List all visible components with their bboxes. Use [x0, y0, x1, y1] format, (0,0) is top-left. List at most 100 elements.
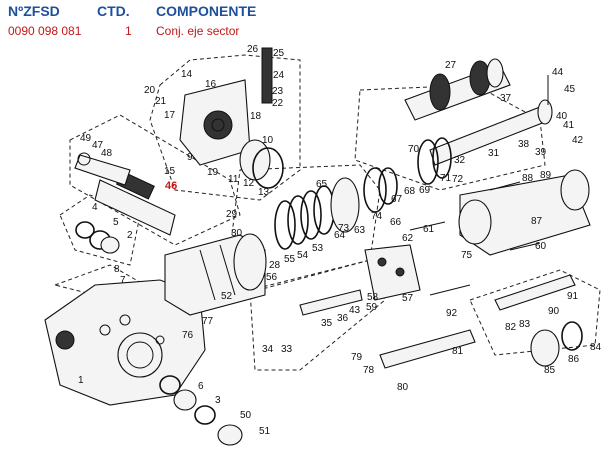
callout-label[interactable]: 84 [590, 342, 602, 353]
callout-label[interactable]: 81 [452, 346, 464, 357]
callout-label[interactable]: 11 [228, 174, 239, 185]
callout-label[interactable]: 5 [113, 217, 119, 228]
subassembly-outline-piston [229, 164, 381, 296]
callout-label[interactable]: 25 [273, 48, 285, 59]
callout-label[interactable]: 18 [250, 111, 262, 122]
callout-label[interactable]: 54 [297, 250, 309, 261]
callout-label[interactable]: 35 [321, 318, 333, 329]
callout-label[interactable]: 24 [273, 70, 285, 81]
callout-label[interactable]: 78 [363, 365, 375, 376]
callout-label[interactable]: 2 [127, 230, 133, 241]
callout-label[interactable]: 42 [572, 135, 584, 146]
callout-label[interactable]: 77 [202, 316, 214, 327]
callout-label[interactable]: 65 [316, 179, 328, 190]
callout-label[interactable]: 67 [391, 194, 403, 205]
callout-label[interactable]: 83 [519, 319, 531, 330]
callout-label[interactable]: 90 [548, 306, 560, 317]
callout-label[interactable]: 74 [371, 211, 383, 222]
callout-label[interactable]: 3 [215, 395, 221, 406]
callout-label[interactable]: 23 [272, 86, 284, 97]
callout-label[interactable]: 61 [423, 224, 435, 235]
callout-label[interactable]: 62 [402, 233, 414, 244]
callout-label[interactable]: 14 [181, 69, 193, 80]
callout-label[interactable]: 13 [258, 187, 270, 198]
callout-label[interactable]: 31 [488, 148, 500, 159]
callout-label[interactable]: 33 [281, 344, 293, 355]
subassembly-outline-pump [469, 269, 601, 356]
callout-label[interactable]: 37 [500, 93, 512, 104]
callout-label[interactable]: 19 [207, 167, 219, 178]
callout-label[interactable]: 30 [231, 228, 243, 239]
callout-label[interactable]: 15 [164, 166, 176, 177]
callout-label[interactable]: 12 [243, 178, 255, 189]
callout-label[interactable]: 66 [390, 217, 402, 228]
callout-label[interactable]: 20 [144, 85, 156, 96]
callout-label[interactable]: 38 [518, 139, 530, 150]
callout-label[interactable]: 9 [187, 152, 193, 163]
callout-label[interactable]: 63 [354, 225, 366, 236]
callout-label[interactable]: 64 [334, 230, 346, 241]
callout-label[interactable]: 32 [454, 155, 466, 166]
callout-label[interactable]: 92 [446, 308, 458, 319]
callout-label[interactable]: 72 [452, 174, 464, 185]
callout-label[interactable]: 6 [198, 381, 204, 392]
row-component[interactable]: Conj. eje sector [156, 24, 240, 38]
callout-label[interactable]: 10 [262, 135, 274, 146]
callout-label[interactable]: 49 [80, 133, 92, 144]
callout-label[interactable]: 56 [266, 272, 278, 283]
callout-label[interactable]: 69 [419, 185, 431, 196]
callout-label[interactable]: 28 [269, 260, 281, 271]
callout-label[interactable]: 82 [505, 322, 517, 333]
callout-highlighted[interactable]: 46 [165, 180, 177, 192]
callout-label[interactable]: 8 [114, 264, 120, 275]
callout-label[interactable]: 29 [226, 209, 238, 220]
callout-label[interactable]: 47 [92, 140, 104, 151]
callout-label[interactable]: 87 [531, 216, 543, 227]
callout-label[interactable]: 22 [272, 98, 284, 109]
callout-label[interactable]: 88 [522, 173, 534, 184]
callout-label[interactable]: 55 [284, 254, 296, 265]
callout-label[interactable]: 50 [240, 410, 252, 421]
callout-label[interactable]: 76 [182, 330, 194, 341]
row-part-number[interactable]: 0090 098 081 [8, 24, 82, 38]
callout-label[interactable]: 48 [101, 148, 113, 159]
callout-label[interactable]: 58 [367, 292, 379, 303]
callout-label[interactable]: 71 [440, 173, 452, 184]
callout-label[interactable]: 73 [338, 223, 350, 234]
callout-label[interactable]: 26 [247, 44, 259, 55]
callout-label[interactable]: 51 [259, 426, 271, 437]
callout-label[interactable]: 1 [78, 375, 84, 386]
header-part-number: NºZFSD [8, 3, 60, 19]
callout-label[interactable]: 4 [92, 202, 98, 213]
callout-label[interactable]: 91 [567, 291, 579, 302]
callout-label[interactable]: 39 [535, 147, 547, 158]
callout-label[interactable]: 17 [164, 110, 176, 121]
callout-label[interactable]: 60 [535, 241, 547, 252]
callout-label[interactable]: 27 [445, 60, 457, 71]
callout-label[interactable]: 40 [556, 111, 568, 122]
callout-label[interactable]: 43 [349, 305, 361, 316]
callout-label[interactable]: 80 [397, 382, 409, 393]
callout-label[interactable]: 53 [312, 243, 324, 254]
callout-label[interactable]: 34 [262, 344, 274, 355]
callout-label[interactable]: 7 [120, 275, 126, 286]
callout-label[interactable]: 70 [408, 144, 420, 155]
row-quantity: 1 [125, 24, 132, 38]
callout-label[interactable]: 86 [568, 354, 580, 365]
callout-label[interactable]: 21 [155, 96, 167, 107]
callout-label[interactable]: 89 [540, 170, 552, 181]
callout-label[interactable]: 52 [221, 291, 233, 302]
callout-label[interactable]: 75 [461, 250, 473, 261]
callout-label[interactable]: 85 [544, 365, 556, 376]
callout-label[interactable]: 68 [404, 186, 416, 197]
callout-label[interactable]: 57 [402, 293, 414, 304]
piston [330, 177, 360, 233]
callout-label[interactable]: 36 [337, 313, 349, 324]
callout-label[interactable]: 59 [366, 302, 378, 313]
callout-label[interactable]: 41 [563, 120, 575, 131]
callout-label[interactable]: 44 [552, 67, 564, 78]
callout-label[interactable]: 45 [564, 84, 576, 95]
callout-label[interactable]: 79 [351, 352, 363, 363]
callout-label[interactable]: 16 [205, 79, 217, 90]
